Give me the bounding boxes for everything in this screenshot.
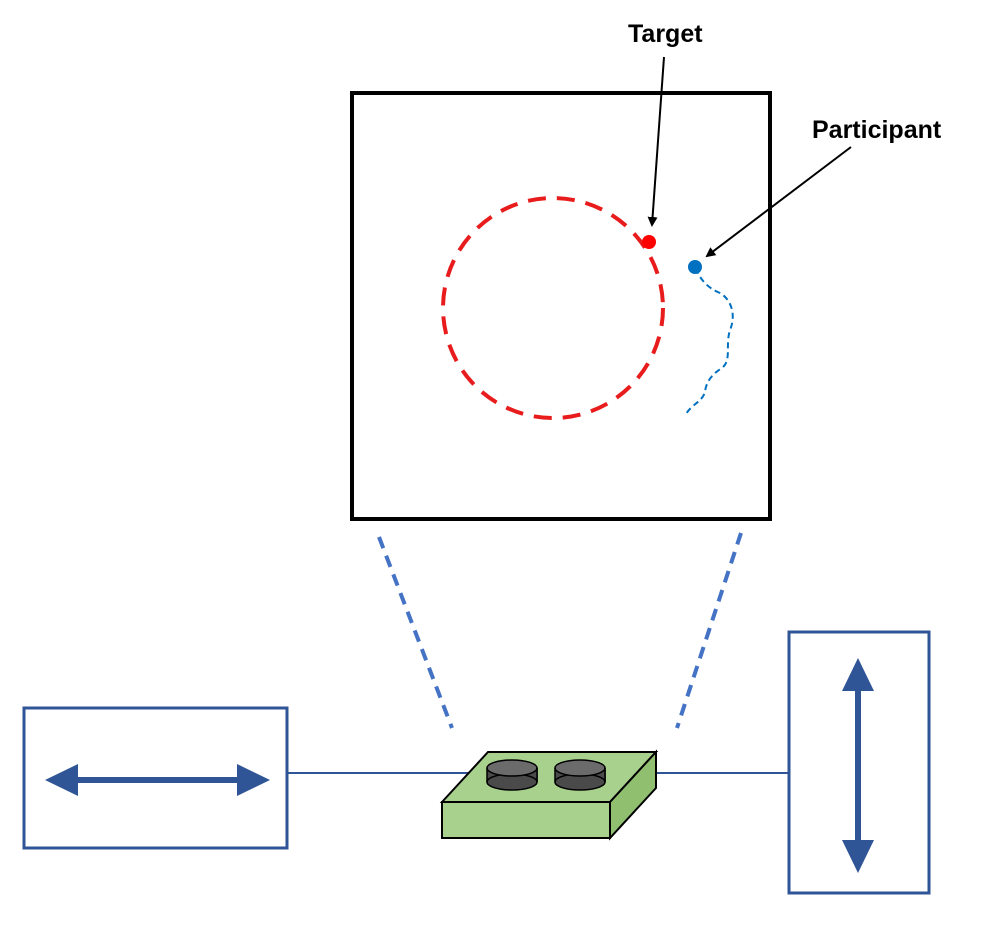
target-label: Target [628,20,703,48]
projection-line-right [675,532,743,729]
vertical-double-arrow-icon [842,658,874,873]
two-button-controller-icon [439,749,659,841]
target-label-arrow [647,56,665,227]
participant-dot [688,260,702,274]
display-screen [350,91,772,521]
projection-line-left [377,536,454,729]
participant-label: Participant [812,116,942,144]
controller-button-right [554,759,606,791]
participant-label-arrow [705,146,852,258]
participant-trace [685,267,734,415]
target-path-circle [441,196,665,420]
controller-button-left [486,759,538,791]
horizontal-double-arrow-icon [45,764,270,796]
target-dot [642,235,656,249]
